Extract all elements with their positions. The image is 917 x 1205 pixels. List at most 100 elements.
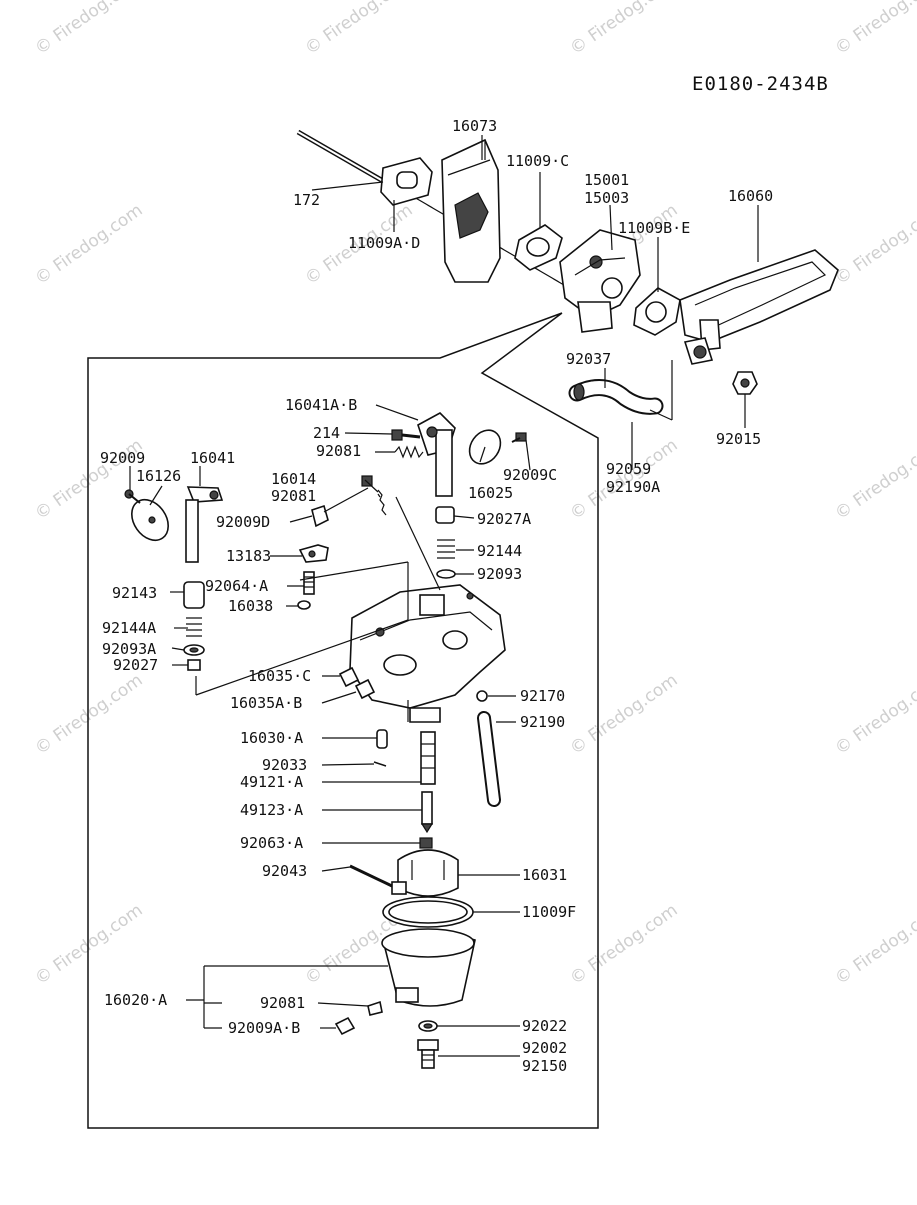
- callout-16038: 16038: [228, 597, 273, 615]
- callout-92144a: 92144A: [102, 619, 156, 637]
- watermark: © Firedog.com: [31, 0, 146, 59]
- gasket-11009ad-part: [380, 157, 433, 206]
- callout-92190: 92190: [520, 713, 565, 731]
- watermark: © Firedog.com: [831, 435, 917, 524]
- callout-11009f: 11009F: [522, 903, 576, 921]
- watermark: © Firedog.com: [566, 0, 681, 59]
- gasket-11009f-part: [382, 896, 474, 928]
- screw-214-part: [391, 429, 421, 441]
- callout-92093: 92093: [477, 565, 522, 583]
- pilot-screws-part: [338, 666, 376, 700]
- choke-stack-part: [183, 581, 205, 671]
- callout-11009be: 11009B·E: [618, 219, 690, 237]
- throttle-shaft-16041ab-part: [417, 412, 456, 497]
- callout-16041ab: 16041A·B: [285, 396, 357, 414]
- needle-49123a-part: [420, 791, 434, 834]
- callout-92081-upper: 92081: [316, 442, 361, 460]
- detail-assembly: [124, 412, 527, 1069]
- callout-16126: 16126: [136, 467, 181, 485]
- callout-172: 172: [293, 191, 320, 209]
- callout-92190a: 92190A: [606, 478, 660, 496]
- top-assembly: [296, 129, 839, 415]
- callout-13183: 13183: [226, 547, 271, 565]
- callout-92081-mid: 92081: [271, 487, 316, 505]
- callout-49121a: 49121·A: [240, 773, 303, 791]
- watermark: © Firedog.com: [831, 670, 917, 759]
- watermark: © Firedog.com: [31, 200, 146, 289]
- callout-92033: 92033: [262, 756, 307, 774]
- float-16031-part: [391, 849, 459, 897]
- callout-15001: 15001: [584, 171, 629, 189]
- callout-16041: 16041: [190, 449, 235, 467]
- callout-16031: 16031: [522, 866, 567, 884]
- callout-16035c: 16035·C: [248, 667, 311, 685]
- callout-16030a: 16030·A: [240, 729, 303, 747]
- carburetor-body-part: [349, 584, 506, 723]
- pin-92033-part: [373, 761, 387, 767]
- vent-tube-part: [476, 690, 501, 807]
- callout-214: 214: [313, 424, 340, 442]
- callout-11009ad: 11009A·D: [348, 234, 420, 252]
- watermark: © Firedog.com: [301, 0, 416, 59]
- carburetor-15001-part: [559, 229, 641, 333]
- callout-16025: 16025: [468, 484, 513, 502]
- callout-92064a: 92064·A: [205, 577, 268, 595]
- callout-16060: 16060: [728, 187, 773, 205]
- air-cleaner-base-16060-part: [679, 249, 839, 365]
- callout-92143: 92143: [112, 584, 157, 602]
- callout-92150: 92150: [522, 1057, 567, 1075]
- idle-screw-92064a-part: [297, 571, 315, 610]
- drain-screw-92002-part: [417, 1039, 439, 1069]
- float-bowl-16020a-part: [381, 928, 476, 1007]
- callout-92093a: 92093A: [102, 640, 156, 658]
- diagram-code: E0180-2434B: [692, 73, 829, 95]
- choke-16041-part: [131, 486, 224, 563]
- watermark: © Firedog.com: [31, 670, 146, 759]
- fitting-92009d-part: [311, 475, 387, 528]
- watermark: © Firedog.com: [831, 200, 917, 289]
- leader-lines: [129, 135, 759, 1057]
- jet-92063a-part: [419, 837, 433, 849]
- callout-92009ab: 92009A·B: [228, 1019, 300, 1037]
- callout-92009d: 92009D: [216, 513, 270, 531]
- callout-92027: 92027: [113, 656, 158, 674]
- callout-92022: 92022: [522, 1017, 567, 1035]
- watermark: © Firedog.com: [831, 900, 917, 989]
- gasket-11009c-part: [514, 224, 563, 271]
- spring-92081-upper-part: [394, 445, 424, 459]
- throttle-stack-part: [435, 506, 456, 579]
- callout-92081-lower: 92081: [260, 994, 305, 1012]
- callout-92027a: 92027A: [477, 510, 531, 528]
- main-jet-16030a-part: [376, 729, 388, 749]
- callout-16035ab: 16035A·B: [230, 694, 302, 712]
- callout-92015: 92015: [716, 430, 761, 448]
- callout-92059: 92059: [606, 460, 651, 478]
- bowl-screws-part: [334, 1000, 383, 1036]
- callout-92043: 92043: [262, 862, 307, 880]
- callout-16014: 16014: [271, 470, 316, 488]
- callout-92009c: 92009C: [503, 466, 557, 484]
- bracket-13183-part: [298, 544, 329, 563]
- callout-92063a: 92063·A: [240, 834, 303, 852]
- callout-16020a: 16020·A: [104, 991, 167, 1009]
- drain-gasket-92022-part: [418, 1020, 438, 1032]
- watermark: © Firedog.com: [566, 670, 681, 759]
- callout-92144: 92144: [477, 542, 522, 560]
- insulator-16073-part: [441, 138, 501, 283]
- callout-16073: 16073: [452, 117, 497, 135]
- callout-15003: 15003: [584, 189, 629, 207]
- nut-92015-part: [732, 371, 758, 395]
- callout-labels: 172 16073 11009·C 11009A·D 15001 15003 1…: [100, 117, 773, 1075]
- callout-92037: 92037: [566, 350, 611, 368]
- callout-11009c: 11009·C: [506, 152, 569, 170]
- callout-92009: 92009: [100, 449, 145, 467]
- hose-92037-part: [568, 379, 664, 415]
- callout-92002: 92002: [522, 1039, 567, 1057]
- callout-49123a: 49123·A: [240, 801, 303, 819]
- emulsion-tube-49121a-part: [420, 731, 436, 785]
- detail-frame: [87, 312, 599, 1129]
- screw-92009-part: [124, 489, 141, 504]
- float-pin-92043-part: [349, 864, 393, 888]
